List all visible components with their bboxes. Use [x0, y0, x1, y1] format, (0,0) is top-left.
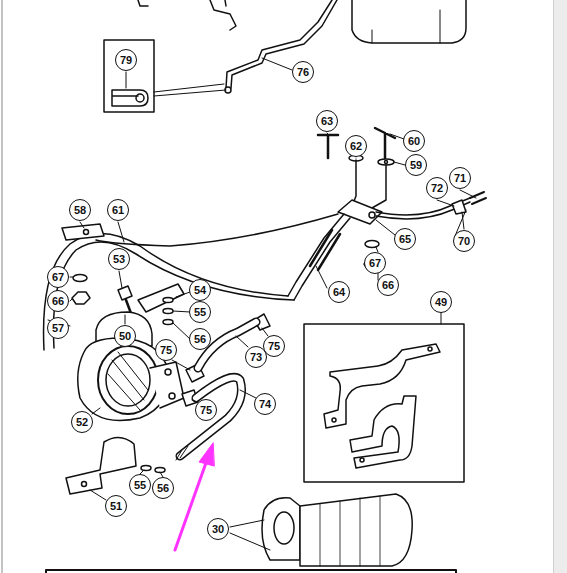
callout-number: 59	[410, 160, 422, 171]
callout-circle: 73	[245, 346, 267, 368]
callout-number: 74	[259, 399, 271, 410]
callout-circle: 65	[394, 228, 416, 250]
callout-number: 62	[350, 141, 362, 152]
callout-circle: 67	[364, 252, 386, 274]
callout-number: 76	[297, 67, 309, 78]
callout-number: 52	[76, 417, 88, 428]
callout-number: 71	[454, 173, 466, 184]
callout-number: 49	[435, 297, 447, 308]
callout-number: 55	[134, 480, 146, 491]
callout-circle: 53	[108, 248, 130, 270]
callout-circle: 51	[105, 495, 127, 517]
callout-circle: 66	[377, 274, 399, 296]
callout-number: 64	[333, 287, 345, 298]
callout-circle: 58	[69, 199, 91, 221]
callout-number: 50	[119, 331, 131, 342]
callout-circle: 62	[345, 135, 367, 157]
callout-number: 58	[74, 205, 86, 216]
callout-circle: 61	[107, 199, 129, 221]
callout-circle: 30	[207, 518, 229, 540]
callout-number: 67	[369, 258, 381, 269]
callout-number: 73	[250, 352, 262, 363]
callout-circle: 60	[403, 130, 425, 152]
callout-circle: 50	[114, 325, 136, 347]
callout-circle: 55	[189, 301, 211, 323]
callout-number: 70	[458, 236, 470, 247]
callout-number: 56	[194, 334, 206, 345]
callout-number: 65	[399, 234, 411, 245]
callout-circle: 56	[189, 328, 211, 350]
callout-number: 75	[200, 405, 212, 416]
callout-number: 54	[194, 285, 206, 296]
callout-number: 56	[157, 483, 169, 494]
callout-circle: 55	[129, 474, 151, 496]
callout-circle: 63	[316, 110, 338, 132]
callout-number: 55	[194, 307, 206, 318]
callout-circle: 76	[292, 61, 314, 83]
callout-circle: 79	[115, 49, 137, 71]
callout-circle: 56	[152, 477, 174, 499]
callout-circle: 52	[71, 411, 93, 433]
callout-circle: 57	[47, 317, 69, 339]
callout-number: 57	[52, 323, 64, 334]
callout-circle: 54	[189, 279, 211, 301]
callout-number: 66	[382, 280, 394, 291]
callout-number: 30	[212, 524, 224, 535]
callout-circle: 74	[254, 393, 276, 415]
callout-circle: 75	[155, 339, 177, 361]
callout-number: 67	[52, 272, 64, 283]
callout-circle: 67	[47, 266, 69, 288]
callout-number: 51	[110, 501, 122, 512]
callout-number: 75	[268, 341, 280, 352]
callout-number: 75	[160, 345, 172, 356]
callout-number: 63	[321, 116, 333, 127]
callout-number: 66	[52, 296, 64, 307]
callout-number: 60	[408, 136, 420, 147]
callout-circle: 66	[47, 290, 69, 312]
callout-circle: 49	[430, 291, 452, 313]
callout-circle: 75	[195, 399, 217, 421]
callout-circle: 59	[405, 154, 427, 176]
callout-number: 53	[113, 254, 125, 265]
callout-number: 61	[112, 205, 124, 216]
callout-number: 79	[120, 55, 132, 66]
callout-circle: 72	[426, 177, 448, 199]
callout-circle: 71	[449, 167, 471, 189]
callout-circle: 70	[453, 230, 475, 252]
callout-number: 72	[431, 183, 443, 194]
callout-circle: 64	[328, 281, 350, 303]
